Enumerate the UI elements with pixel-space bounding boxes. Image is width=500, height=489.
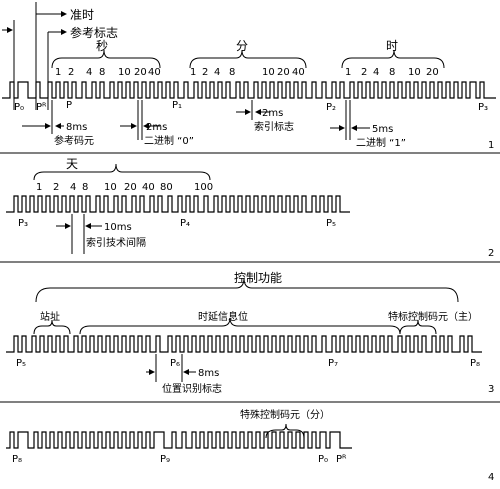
marker-pr-row4: Pᴿ: [336, 454, 347, 465]
station-brace: [33, 319, 71, 335]
seconds-brace: [51, 49, 161, 69]
marker-p0-row4: P₀: [318, 454, 328, 465]
hour-weight: 4: [373, 67, 379, 78]
row-number-4: 4: [488, 472, 494, 483]
day-weight: 2: [53, 182, 59, 193]
hour-weight: 8: [389, 67, 395, 78]
min-weight: 8: [229, 67, 235, 78]
section-2: 天 1 2 4 8 10 20 40 80 100 P₃ P₄ P₅ 10ms …: [6, 157, 494, 259]
hours-weights: 1 2 4 8 10 20: [345, 67, 439, 78]
seconds-weights: 1 2 4 8 10 20 40: [55, 67, 161, 78]
day-weight: 1: [36, 182, 42, 193]
minutes-brace: [189, 49, 307, 69]
waveform-row-2: [6, 195, 350, 213]
marker-p4: P₄: [180, 218, 190, 229]
min-weight: 4: [214, 67, 220, 78]
sec-weight: 2: [68, 67, 74, 78]
days-label: 天: [66, 157, 78, 171]
control-brace: [35, 277, 459, 303]
marker-p6: P₆: [170, 358, 180, 369]
marker-p9: P₉: [160, 454, 170, 465]
marker-p: P: [66, 100, 72, 111]
special-sub-brace: [265, 423, 305, 439]
minutes-label: 分: [236, 39, 248, 53]
min-weight: 10: [262, 67, 275, 78]
ms8-label: 8ms: [66, 122, 87, 133]
waveform-row-4: [6, 431, 352, 449]
marker-p8-row4: P₈: [12, 454, 22, 465]
day-weight: 20: [124, 182, 137, 193]
sec-weight: 10: [118, 67, 131, 78]
days-brace: [33, 163, 211, 181]
section-1: 准时 参考标志 秒 分 时 1 2 4 8 10 20 40 1 2 4 8 1…: [2, 2, 496, 151]
section-4: 特殊控制码元（分） P₈ P₉ P₀ Pᴿ 4: [6, 408, 494, 483]
row-number-3: 3: [488, 384, 494, 395]
delay-label: 时延信息位: [198, 310, 248, 323]
control-label: 控制功能: [234, 271, 282, 285]
day-weight: 10: [104, 182, 117, 193]
index-flag-label: 索引标志: [254, 120, 294, 133]
ms2b-label: 2ms: [262, 108, 283, 119]
sec-weight: 4: [86, 67, 92, 78]
index-interval-label: 索引技术间隔: [86, 236, 146, 249]
day-weight: 8: [82, 182, 88, 193]
day-weights: 1 2 4 8 10 20 40 80 100: [36, 182, 213, 193]
day-weight: 4: [70, 182, 76, 193]
delay-brace: [79, 317, 401, 335]
hour-weight: 10: [408, 67, 421, 78]
marker-p8: P₈: [470, 358, 480, 369]
special-main-label: 特标控制码元（主）: [388, 310, 478, 323]
row-number-1: 1: [488, 140, 494, 151]
marker-p2: P₂: [326, 102, 336, 113]
section-3: 控制功能 站址 时延信息位 特标控制码元（主） P₅ P₆ P₇ P₈ 8ms …: [6, 271, 494, 395]
ms5-label: 5ms: [372, 124, 393, 135]
marker-p5-row2: P₅: [326, 218, 336, 229]
day-weight: 80: [160, 182, 173, 193]
marker-p3-row2: P₃: [18, 218, 28, 229]
ms8-row3-label: 8ms: [198, 368, 219, 379]
binary1-label: 二进制 “1”: [356, 136, 406, 149]
special-sub-label: 特殊控制码元（分）: [240, 408, 330, 421]
ms10-label: 10ms: [104, 222, 132, 233]
marker-p1: P₁: [172, 100, 182, 111]
hour-weight: 2: [361, 67, 367, 78]
marker-p5: P₅: [16, 358, 26, 369]
station-label: 站址: [40, 310, 60, 323]
special-main-brace: [399, 319, 437, 335]
min-weight: 40: [292, 67, 305, 78]
binary0-label: 二进制 “0”: [144, 134, 194, 147]
marker-p7: P₇: [328, 358, 338, 369]
ms2a-label: 2ms: [146, 122, 167, 133]
ref-code-label: 参考码元: [54, 134, 94, 147]
on-time-label: 准时: [70, 8, 94, 22]
sec-weight: 40: [148, 67, 161, 78]
seconds-label: 秒: [96, 39, 108, 53]
marker-pr: Pᴿ: [36, 102, 47, 113]
min-weight: 20: [277, 67, 290, 78]
ref-flag-label: 参考标志: [70, 25, 118, 40]
hour-weight: 20: [426, 67, 439, 78]
marker-p0: P₀: [14, 102, 24, 113]
minutes-weights: 1 2 4 8 10 20 40: [190, 67, 305, 78]
hour-weight: 1: [345, 67, 351, 78]
hours-label: 时: [386, 39, 398, 53]
min-weight: 2: [202, 67, 208, 78]
row-number-2: 2: [488, 248, 494, 259]
sec-weight: 1: [55, 67, 61, 78]
waveform-row-3: [6, 335, 482, 353]
min-weight: 1: [190, 67, 196, 78]
pos-flag-label: 位置识别标志: [162, 382, 222, 395]
sec-weight: 8: [99, 67, 105, 78]
hours-brace: [341, 49, 445, 69]
sec-weight: 20: [134, 67, 147, 78]
day-weight: 40: [142, 182, 155, 193]
waveform-row-1: [2, 81, 496, 99]
day-weight: 100: [194, 182, 213, 193]
marker-p3: P₃: [478, 102, 488, 113]
